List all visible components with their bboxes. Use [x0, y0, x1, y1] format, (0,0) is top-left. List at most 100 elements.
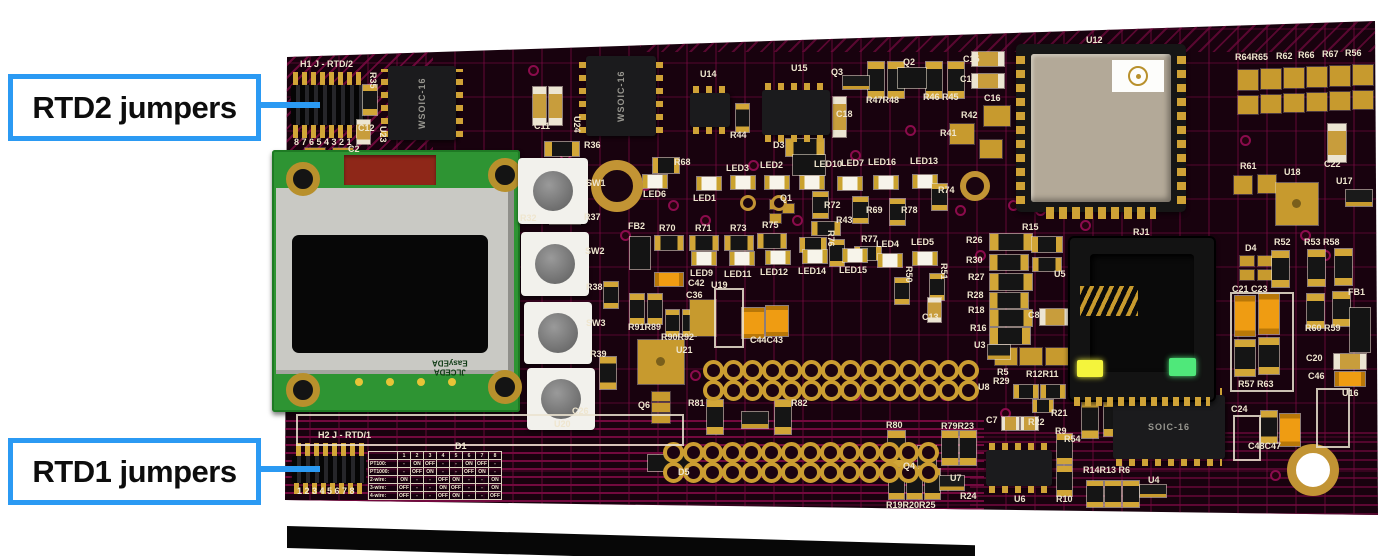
mounting-hole: [591, 160, 643, 212]
silkscreen-label: R19R20R25: [886, 500, 936, 510]
resistor: [930, 274, 944, 300]
resistor: [1082, 400, 1098, 438]
callout-rtd1-pointer-line: [256, 466, 320, 472]
silkscreen-label: R69: [866, 205, 883, 215]
silkscreen-label: C2: [348, 144, 360, 154]
capacitor: [928, 298, 941, 322]
silkscreen-label: R81: [688, 398, 705, 408]
resistor: [1033, 258, 1061, 271]
silkscreen-label: C44C43: [750, 335, 784, 345]
resistor: [604, 282, 618, 308]
callout-rtd2-label: RTD2 jumpers: [32, 89, 237, 125]
silkscreen-label: U7: [950, 473, 962, 483]
resistor: [1261, 411, 1277, 443]
led-dot: [355, 378, 363, 386]
resistor: [1123, 481, 1139, 507]
silkscreen-label: R21: [1051, 408, 1068, 418]
resistor: [786, 139, 824, 156]
through-hole-pad: [879, 380, 901, 401]
chip-pins: [381, 69, 388, 137]
resistor: [1032, 237, 1062, 252]
through-hole-pad: [899, 360, 920, 381]
table-cell: -: [397, 459, 411, 468]
mounting-hole: [488, 158, 522, 192]
via: [528, 65, 539, 76]
silkscreen-label: C18: [836, 109, 853, 119]
through-hole-pad: [898, 442, 920, 463]
silkscreen-label: U6: [1014, 494, 1026, 504]
through-hole-pad: [741, 442, 763, 463]
silkscreen-label: C13: [922, 312, 939, 322]
through-hole-pad: [840, 360, 862, 381]
silkscreen-label: R68: [674, 157, 691, 167]
table-cell: -: [475, 483, 489, 492]
ic-chip: WSOIC-16: [381, 66, 463, 140]
capacitor: [1328, 124, 1346, 162]
table-cell: ON: [397, 475, 411, 484]
through-hole-pad: [761, 360, 783, 381]
mounting-hole: [488, 370, 522, 404]
silkscreen-label: R47R48: [866, 95, 900, 105]
through-hole-pad: [761, 442, 782, 463]
led-dot: [448, 378, 456, 386]
chip-package-label: WSOIC-16: [417, 77, 427, 129]
silkscreen-label: R60 R59: [1305, 323, 1341, 333]
tactile-button-sw2: [521, 232, 589, 296]
through-hole-pad: [721, 462, 743, 483]
led: [731, 176, 755, 189]
silkscreen-label: SW2: [585, 246, 605, 256]
easyeda-logo: JLCEDA EasyEDA: [432, 358, 468, 377]
table-col-header: 8: [488, 451, 502, 460]
silkscreen-label: R64R65: [1235, 52, 1269, 62]
through-hole-pad: [801, 380, 822, 401]
solder-pad: [1020, 348, 1042, 365]
button-cap: [541, 379, 581, 419]
silkscreen-outline: [714, 288, 744, 348]
table-cell: ON: [449, 491, 463, 500]
via: [955, 205, 966, 216]
table-cell: OFF: [410, 467, 424, 476]
through-hole-pad: [780, 442, 802, 463]
silkscreen-label: R57 R63: [1238, 379, 1274, 389]
through-hole-pad: [938, 380, 960, 401]
tantalum-capacitor: [655, 273, 683, 286]
rj45-jack: [1068, 236, 1216, 406]
through-hole-pad: [702, 462, 724, 483]
capacitor: [1040, 309, 1070, 325]
resistor: [942, 431, 958, 465]
resistor: [1335, 249, 1352, 285]
display-screen: [292, 235, 488, 353]
silkscreen-label: LED4: [876, 239, 900, 249]
silkscreen-label: U18: [1284, 167, 1301, 177]
resistor: [890, 199, 905, 225]
silkscreen-label: FB1: [1348, 287, 1366, 297]
table-cell: ON: [423, 467, 437, 476]
through-hole-pad: [800, 462, 822, 483]
chip-pins: [656, 59, 663, 133]
via: [1270, 470, 1281, 481]
through-hole-pad: [917, 442, 939, 463]
silkscreen-label: C26: [572, 406, 589, 416]
led: [803, 250, 827, 263]
resistor: [1308, 250, 1325, 286]
silkscreen-label: R77: [861, 234, 878, 244]
solder-pad: [984, 106, 1010, 126]
silkscreen-label: R35: [368, 72, 378, 89]
capacitor: [833, 97, 846, 137]
resistor: [932, 184, 947, 210]
tantalum-capacitor: [1259, 294, 1279, 334]
solder-pad: [783, 204, 794, 213]
through-hole-pad: [839, 442, 861, 463]
silkscreen-label: SW1: [586, 178, 606, 188]
table-cell: -: [488, 467, 502, 476]
table-cell: ON: [436, 483, 450, 492]
silkscreen-label: RJ1: [1133, 227, 1150, 237]
silkscreen-label: C11: [534, 121, 551, 131]
silkscreen-label: LED14: [798, 266, 827, 276]
resistor: [775, 400, 791, 434]
solder-pad: [1046, 348, 1068, 365]
table-cell: OFF: [397, 491, 411, 500]
resistor: [666, 310, 679, 336]
